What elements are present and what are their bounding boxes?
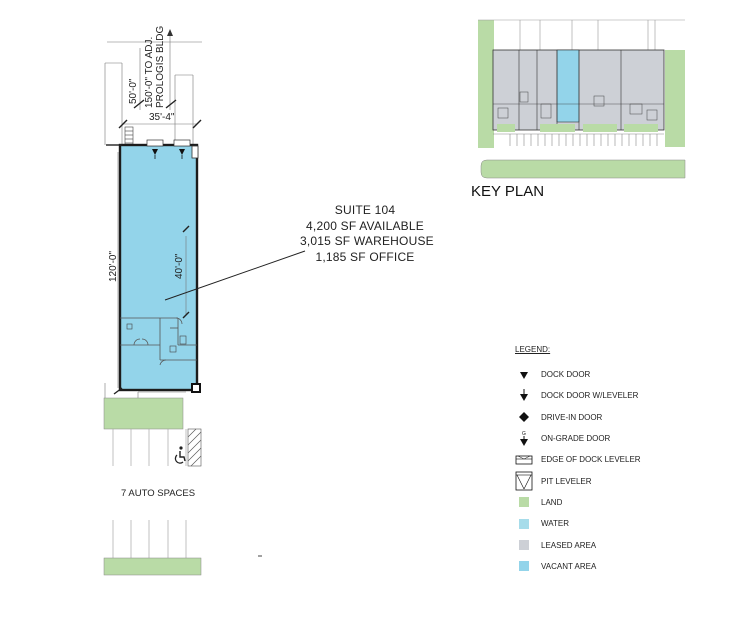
dimension-ticks — [118, 99, 202, 129]
dim-120ft: 120'-0" — [108, 251, 119, 282]
svg-text:G: G — [522, 431, 526, 437]
key-plan-parking — [509, 134, 658, 146]
side-dimension-lines — [117, 152, 187, 388]
drive-in-door-marker — [191, 383, 201, 393]
key-plan-land-bottom — [480, 159, 686, 179]
legend-item-land: LAND — [515, 492, 715, 513]
legend-item-on-grade-door: G ON-GRADE DOOR — [515, 428, 715, 449]
legend-item-pit-leveler: PIT LEVELER — [515, 470, 715, 491]
dock-door-leveler-icon — [520, 388, 528, 401]
vacant-area — [118, 143, 199, 392]
legend-item-drive-in-door: DRIVE-IN DOOR — [515, 407, 715, 428]
land-strip-bottom — [103, 557, 202, 576]
legend-item-water: WATER — [515, 513, 715, 534]
entry-walk — [104, 383, 186, 398]
stair-hatch — [124, 126, 134, 146]
legend-title: LEGEND: — [515, 345, 551, 354]
legend-item-vacant-area: VACANT AREA — [515, 556, 715, 577]
legend: LEGEND: DOCK DOOR DOCK DOOR W/LEVELER DR… — [515, 345, 715, 577]
suite-available: 4,200 SF AVAILABLE — [306, 218, 424, 233]
land-swatch — [519, 497, 529, 508]
leased-swatch — [519, 540, 529, 551]
suite-title: SUITE 104 — [334, 203, 396, 217]
pit-leveler-icon — [515, 471, 533, 491]
parking-label: 7 AUTO SPACES — [121, 488, 196, 499]
key-plan-land-strips — [497, 124, 658, 132]
vacant-swatch — [519, 561, 529, 572]
parking-stalls — [112, 429, 187, 558]
key-plan — [478, 19, 686, 179]
legend-item-leased-area: LEASED AREA — [515, 534, 715, 555]
office-walls — [120, 317, 197, 366]
key-plan-title: KEY PLAN — [471, 183, 545, 200]
suite-warehouse: 3,015 SF WAREHOUSE — [300, 234, 434, 248]
drive-in-door-icon — [519, 412, 529, 423]
land-strip-top — [103, 397, 184, 430]
top-dimension-lines — [104, 32, 202, 145]
suite-104-floorplan: 120'-0" 40'-0" — [106, 139, 201, 395]
key-plan-land-left — [478, 20, 494, 148]
dock-door-icon — [520, 371, 528, 379]
edge-dock-leveler-icon — [515, 455, 533, 465]
key-plan-land-right — [665, 50, 685, 147]
dock-doors — [146, 139, 191, 159]
dim-50ft: 50'-0" — [128, 78, 139, 104]
legend-item-edge-dock-leveler: EDGE OF DOCK LEVELER — [515, 449, 715, 470]
accessible-aisle-hatch — [187, 428, 202, 467]
dim-35ft: 35'-4" — [149, 112, 175, 123]
water-swatch — [519, 518, 529, 529]
office-fixtures — [126, 323, 187, 353]
suite-office: 1,185 SF OFFICE — [315, 249, 415, 264]
key-plan-suite-104 — [556, 49, 580, 123]
legend-item-dock-door-leveler: DOCK DOOR W/LEVELER — [515, 385, 715, 406]
accessible-parking-icon — [174, 446, 186, 464]
legend-item-dock-door: DOCK DOOR — [515, 364, 715, 385]
dim-150ft: 150'-0" TO ADJ. — [144, 37, 155, 108]
on-grade-door-icon: G — [520, 431, 528, 446]
dim-prologis: PROLOGIS BLDG — [155, 26, 166, 108]
key-plan-office-details — [497, 91, 658, 121]
north-arrow-icon — [167, 29, 173, 36]
dim-40ft: 40'-0" — [174, 253, 185, 279]
callout-leader — [164, 250, 306, 301]
suite-callout: SUITE 104 4,200 SF AVAILABLE 3,015 SF WA… — [300, 203, 434, 265]
